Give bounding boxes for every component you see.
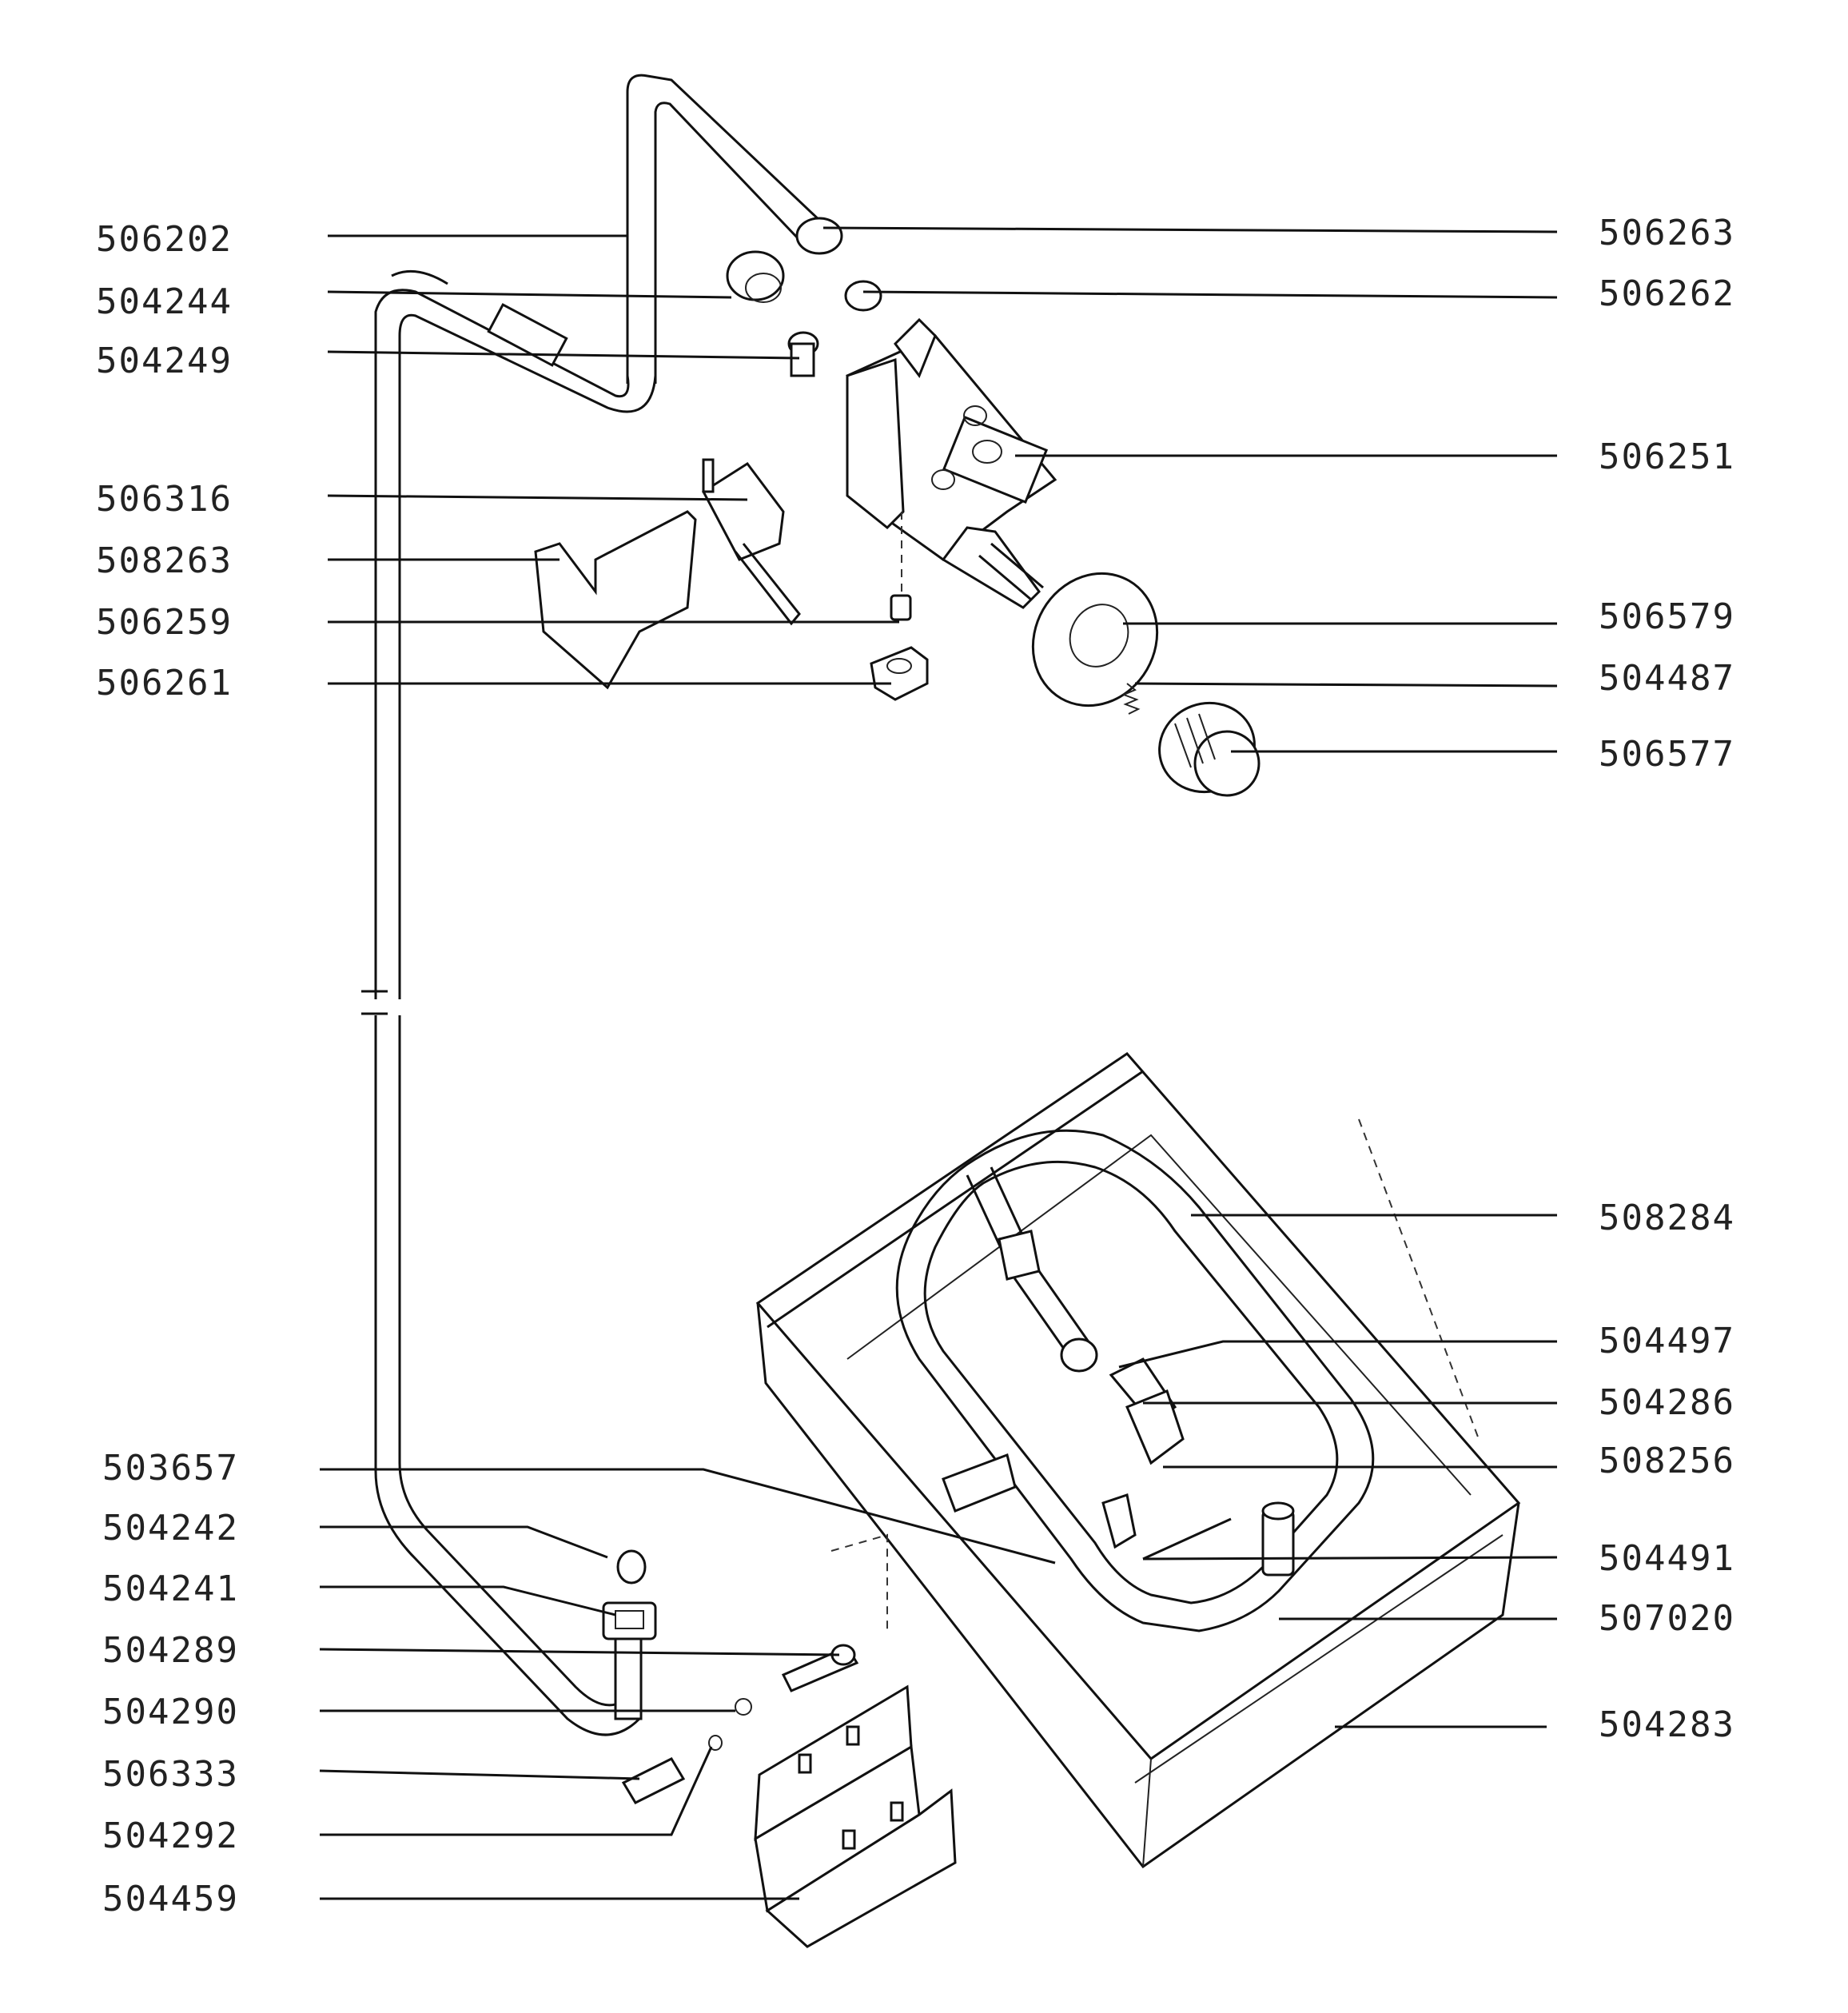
label-506261: 506261: [96, 663, 233, 704]
label-504249: 504249: [96, 341, 233, 381]
spring-504487: [1124, 684, 1138, 714]
tube-506202: [361, 75, 823, 1735]
label-506262: 506262: [1599, 273, 1735, 314]
label-504292: 504292: [102, 1816, 239, 1856]
label-508284: 508284: [1599, 1198, 1735, 1238]
label-506579: 506579: [1599, 596, 1735, 637]
tray-fittings: [943, 1231, 1293, 1575]
switch-506316: [703, 460, 799, 624]
leader-lines-right: [823, 228, 1557, 1727]
label-504244: 504244: [96, 281, 233, 322]
label-506202: 506202: [96, 219, 233, 260]
label-508263: 508263: [96, 540, 233, 581]
label-504241: 504241: [102, 1569, 239, 1609]
terminal-block-504459: [755, 1687, 955, 1947]
leader-lines-left: [320, 236, 1055, 1899]
label-506316: 506316: [96, 479, 233, 520]
label-504242: 504242: [102, 1508, 239, 1549]
knob-506577: [1147, 690, 1267, 805]
label-506333: 506333: [102, 1754, 239, 1795]
label-504286: 504286: [1599, 1382, 1735, 1423]
label-508256: 508256: [1599, 1441, 1735, 1481]
small-parts-506259-506261: [871, 512, 927, 700]
label-506259: 506259: [96, 602, 233, 643]
washer-506579: [1010, 551, 1181, 728]
label-504290: 504290: [102, 1692, 239, 1732]
tray-504283: [758, 1054, 1519, 1867]
label-504497: 504497: [1599, 1321, 1735, 1361]
label-507020: 507020: [1599, 1598, 1735, 1639]
bracket-508263: [536, 512, 695, 688]
label-504491: 504491: [1599, 1538, 1735, 1579]
label-503657: 503657: [102, 1448, 239, 1489]
label-504283: 504283: [1599, 1704, 1735, 1745]
label-504289: 504289: [102, 1630, 239, 1671]
label-506251: 506251: [1599, 436, 1735, 477]
label-506577: 506577: [1599, 734, 1735, 775]
label-504487: 504487: [1599, 658, 1735, 699]
label-506263: 506263: [1599, 213, 1735, 253]
heating-element-508284: [897, 1130, 1373, 1631]
label-504459: 504459: [102, 1879, 239, 1919]
valve-assembly-506251: [727, 218, 1055, 608]
